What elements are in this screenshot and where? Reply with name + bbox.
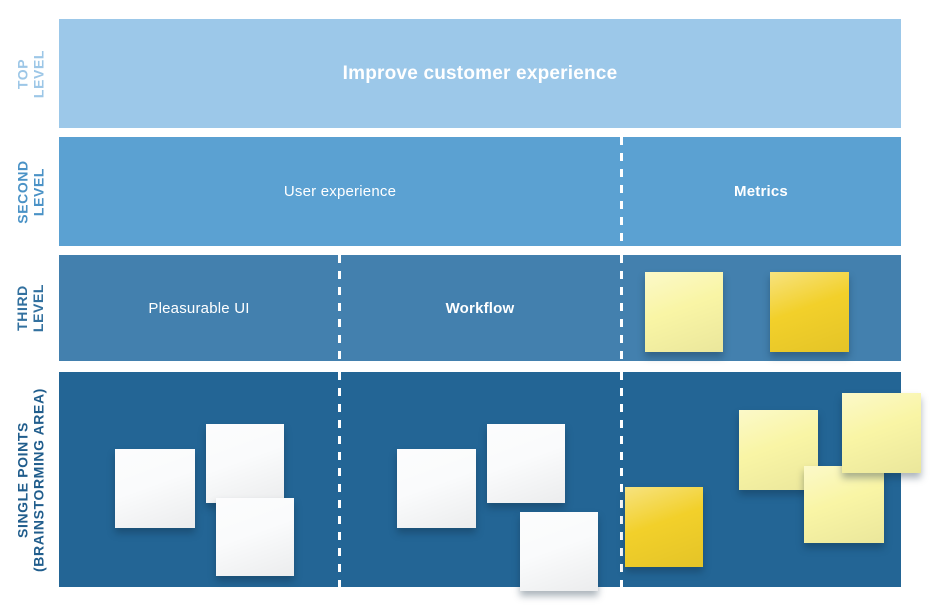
row-label-single-points: SINGLE POINTS (BRAINSTORMING AREA) (14, 372, 46, 587)
column-divider (338, 255, 341, 361)
band-top-level: Improve customer experience (59, 19, 901, 128)
band-third-level: Pleasurable UI Workflow (59, 255, 901, 361)
second-level-cell-metrics: Metrics (734, 183, 788, 200)
column-divider (620, 255, 623, 361)
sticky-note-light[interactable] (842, 393, 921, 473)
sticky-note-white[interactable] (216, 498, 294, 576)
sticky-note-white[interactable] (487, 424, 565, 503)
row-label-top-level: TOP LEVEL (14, 19, 46, 128)
row-label-line: LEVEL (30, 283, 46, 333)
column-divider (338, 372, 341, 587)
row-label-line: TOP (14, 58, 30, 89)
column-divider (620, 372, 623, 587)
second-level-cell-user-experience: User experience (283, 183, 397, 200)
sticky-note-white[interactable] (397, 449, 476, 528)
top-level-goal-title: Improve customer experience (342, 62, 618, 84)
row-label-line: LEVEL (30, 49, 46, 98)
third-level-cell-pleasurable-ui: Pleasurable UI (148, 299, 250, 317)
row-label-second-level: SECOND LEVEL (14, 137, 46, 246)
sticky-note-light[interactable] (645, 272, 723, 352)
row-label-line: THIRD (14, 285, 30, 331)
sticky-note-gold[interactable] (625, 487, 703, 567)
sticky-note-white[interactable] (206, 424, 284, 503)
row-label-line: (BRAINSTORMING AREA) (30, 387, 46, 572)
row-label-line: LEVEL (30, 167, 46, 216)
row-label-line: SECOND (14, 159, 30, 224)
sticky-note-white[interactable] (115, 449, 195, 528)
sticky-note-white[interactable] (520, 512, 598, 591)
row-label-line: SINGLE POINTS (14, 421, 30, 538)
sticky-note-light[interactable] (739, 410, 818, 490)
sticky-note-light[interactable] (804, 466, 884, 543)
row-label-third-level: THIRD LEVEL (14, 255, 46, 361)
column-divider (620, 137, 623, 246)
band-second-level: User experience Metrics (59, 137, 901, 246)
sticky-note-gold[interactable] (770, 272, 849, 352)
third-level-cell-workflow: Workflow (445, 299, 515, 317)
